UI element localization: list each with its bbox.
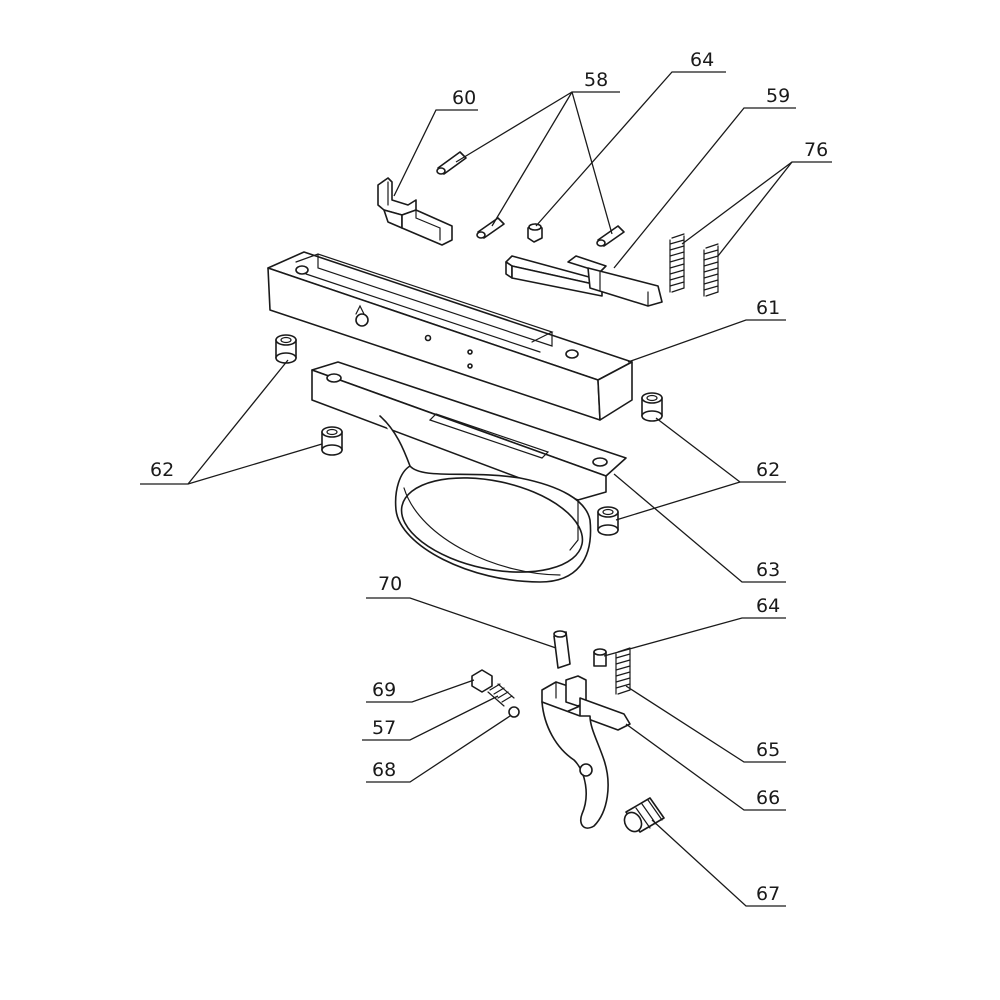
screw-62-left-top (275, 334, 297, 364)
leader-59 (613, 107, 796, 269)
part-60 (377, 177, 453, 246)
callout-76: 76 (804, 139, 828, 161)
screw-62-right-bottom (597, 506, 619, 536)
callout-67: 67 (756, 883, 780, 905)
screw-62-right-top (641, 392, 663, 422)
part-64-top (527, 223, 543, 243)
pin-58-a (436, 151, 467, 175)
leader-68 (366, 715, 511, 783)
ball-68 (508, 706, 520, 718)
leader-70 (366, 597, 557, 649)
pin-58-b (476, 217, 505, 239)
callout-66: 66 (756, 787, 780, 809)
leader-64a (535, 71, 726, 227)
part-61-housing (267, 251, 633, 421)
callout-68: 68 (372, 759, 396, 781)
callout-64a: 64 (690, 49, 714, 71)
callout-labels: 60 58 64 59 76 61 62 62 63 70 64 69 57 6… (150, 49, 828, 905)
leader-60 (393, 109, 478, 197)
callout-65: 65 (756, 739, 780, 761)
leader-58-b (491, 91, 573, 227)
callout-57: 57 (372, 717, 396, 739)
callout-63: 63 (756, 559, 780, 581)
part-59 (505, 255, 663, 307)
leader-66 (625, 723, 786, 811)
leader-64b (603, 617, 786, 657)
leader-65 (625, 685, 786, 763)
leader-62a-b (187, 443, 323, 485)
leader-57 (362, 695, 499, 741)
part-64-bottom (593, 648, 607, 667)
leader-lines (140, 71, 832, 907)
part-67 (623, 797, 665, 833)
leader-63 (613, 473, 786, 583)
leader-61 (627, 319, 786, 363)
callout-61: 61 (756, 297, 780, 319)
spring-76-b (703, 243, 719, 297)
callout-69: 69 (372, 679, 396, 701)
part-63-trigger-guard (311, 361, 627, 583)
part-66-trigger (541, 675, 631, 829)
part-69 (471, 669, 493, 693)
leader-69 (366, 679, 475, 703)
leader-62b-b (615, 481, 741, 521)
callout-70: 70 (378, 573, 402, 595)
leader-76 (681, 161, 832, 245)
leader-58 (455, 91, 620, 163)
screw-62-left-bottom (321, 426, 343, 456)
callout-60: 60 (452, 87, 476, 109)
callout-59: 59 (766, 85, 790, 107)
pin-70 (553, 630, 571, 669)
leader-67 (651, 819, 786, 907)
callout-64b: 64 (756, 595, 780, 617)
spring-57 (487, 683, 515, 707)
spring-76-a (669, 233, 685, 293)
leader-76-b (717, 161, 793, 257)
callout-58: 58 (584, 69, 608, 91)
pin-58-c (596, 225, 625, 247)
callout-62a: 62 (150, 459, 174, 481)
callout-62b: 62 (756, 459, 780, 481)
